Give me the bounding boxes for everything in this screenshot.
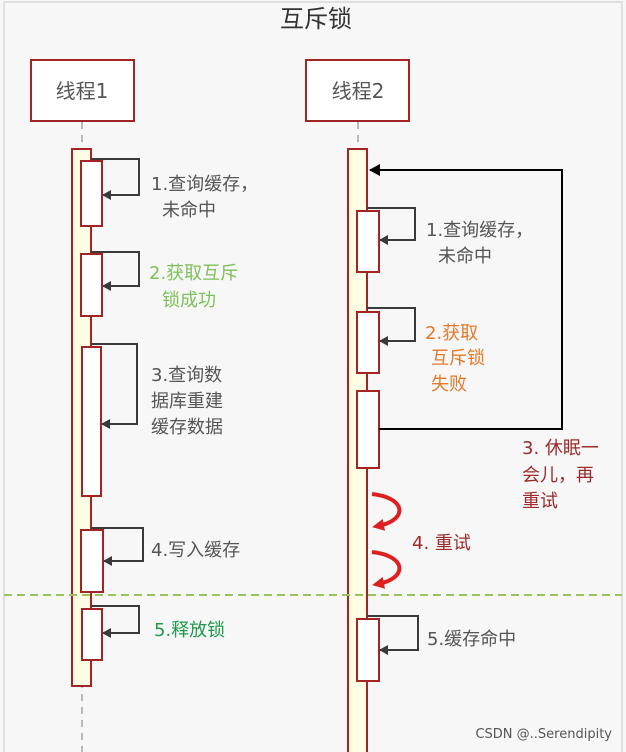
diagram-title: 互斥锁: [280, 5, 352, 33]
thread1-step4-label: 4.写入缓存: [151, 540, 240, 561]
self-arrow-thread1-step2: [91, 251, 140, 291]
thread1-step3-label: 3.查询数 据库重建 缓存数据: [151, 365, 229, 438]
thread1-step1-label: 1.查询缓存， 未命中: [151, 174, 264, 221]
activation-thread2-step2: [356, 311, 380, 374]
actor-thread2-label: 线程2: [332, 79, 385, 103]
actor-thread1: 线程1: [30, 59, 135, 122]
activation-thread1-step1: [80, 160, 103, 227]
activation-thread1-step5: [81, 608, 103, 661]
activation-thread1-step4: [80, 529, 104, 593]
watermark: CSDN @..Serendipity: [475, 727, 612, 742]
retry-curve-arrow-2: [371, 550, 402, 589]
thread2-step2-label: 2.获取 互斥锁 失败: [425, 323, 491, 395]
self-arrow-thread1-step5: [91, 605, 140, 638]
thread2-step4-label: 4. 重试: [412, 533, 471, 554]
activation-thread1-step2: [80, 253, 103, 317]
thread1-step5-label: 5.释放锁: [154, 620, 225, 641]
retry-curve-arrow-1: [371, 492, 402, 531]
thread2-step1-label: 1.查询缓存， 未命中: [426, 220, 539, 267]
self-arrow-thread1-step3: [91, 343, 138, 429]
activation-thread2-step5: [356, 618, 380, 682]
thread2-step5-label: 5.缓存命中: [427, 629, 516, 650]
sleep-retry-loop-arrow: [369, 164, 563, 430]
self-arrow-thread2-step5: [367, 615, 419, 655]
activation-thread2-step3: [356, 390, 380, 469]
self-arrow-thread1-step1: [91, 158, 140, 200]
actor-thread1-label: 线程1: [56, 79, 109, 103]
actor-thread2: 线程2: [305, 59, 410, 122]
activation-thread1-step3: [81, 346, 102, 497]
thread2-step3-label: 3. 休眠一 会儿，再 重试: [522, 438, 605, 512]
frame-border: [3, 1, 623, 752]
self-arrow-thread2-step1: [367, 207, 416, 245]
self-arrow-thread1-step4: [91, 527, 144, 566]
activation-thread2-step1: [356, 210, 380, 273]
thread1-step2-label: 2.获取互斥 锁成功: [149, 263, 244, 311]
self-arrow-thread2-step2: [367, 307, 416, 346]
